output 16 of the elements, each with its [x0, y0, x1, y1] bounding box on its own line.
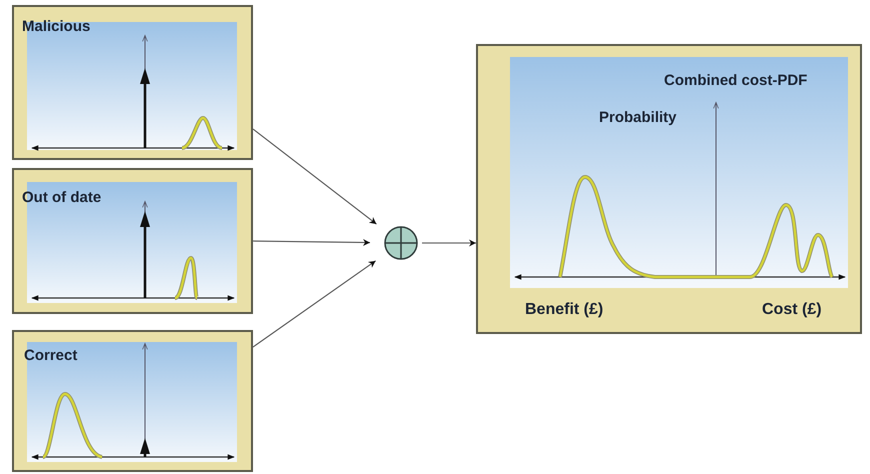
chart-panel — [12, 330, 253, 472]
chart-label: Benefit (£) — [525, 302, 604, 318]
chart-panel — [12, 168, 253, 314]
arrow — [422, 240, 476, 246]
summation-circle — [384, 226, 418, 260]
chart-label: Combined cost-PDF — [664, 73, 808, 88]
chart-label: Malicious — [22, 19, 90, 34]
chart-label: Correct — [24, 348, 78, 363]
arrow — [252, 128, 377, 225]
chart-panel — [476, 44, 862, 334]
chart-label: Out of date — [22, 190, 102, 205]
arrow — [253, 238, 370, 246]
chart-label: Cost (£) — [762, 302, 822, 318]
chart-label: Probability — [599, 110, 677, 125]
arrow — [252, 260, 376, 348]
chart-panel — [12, 5, 253, 160]
